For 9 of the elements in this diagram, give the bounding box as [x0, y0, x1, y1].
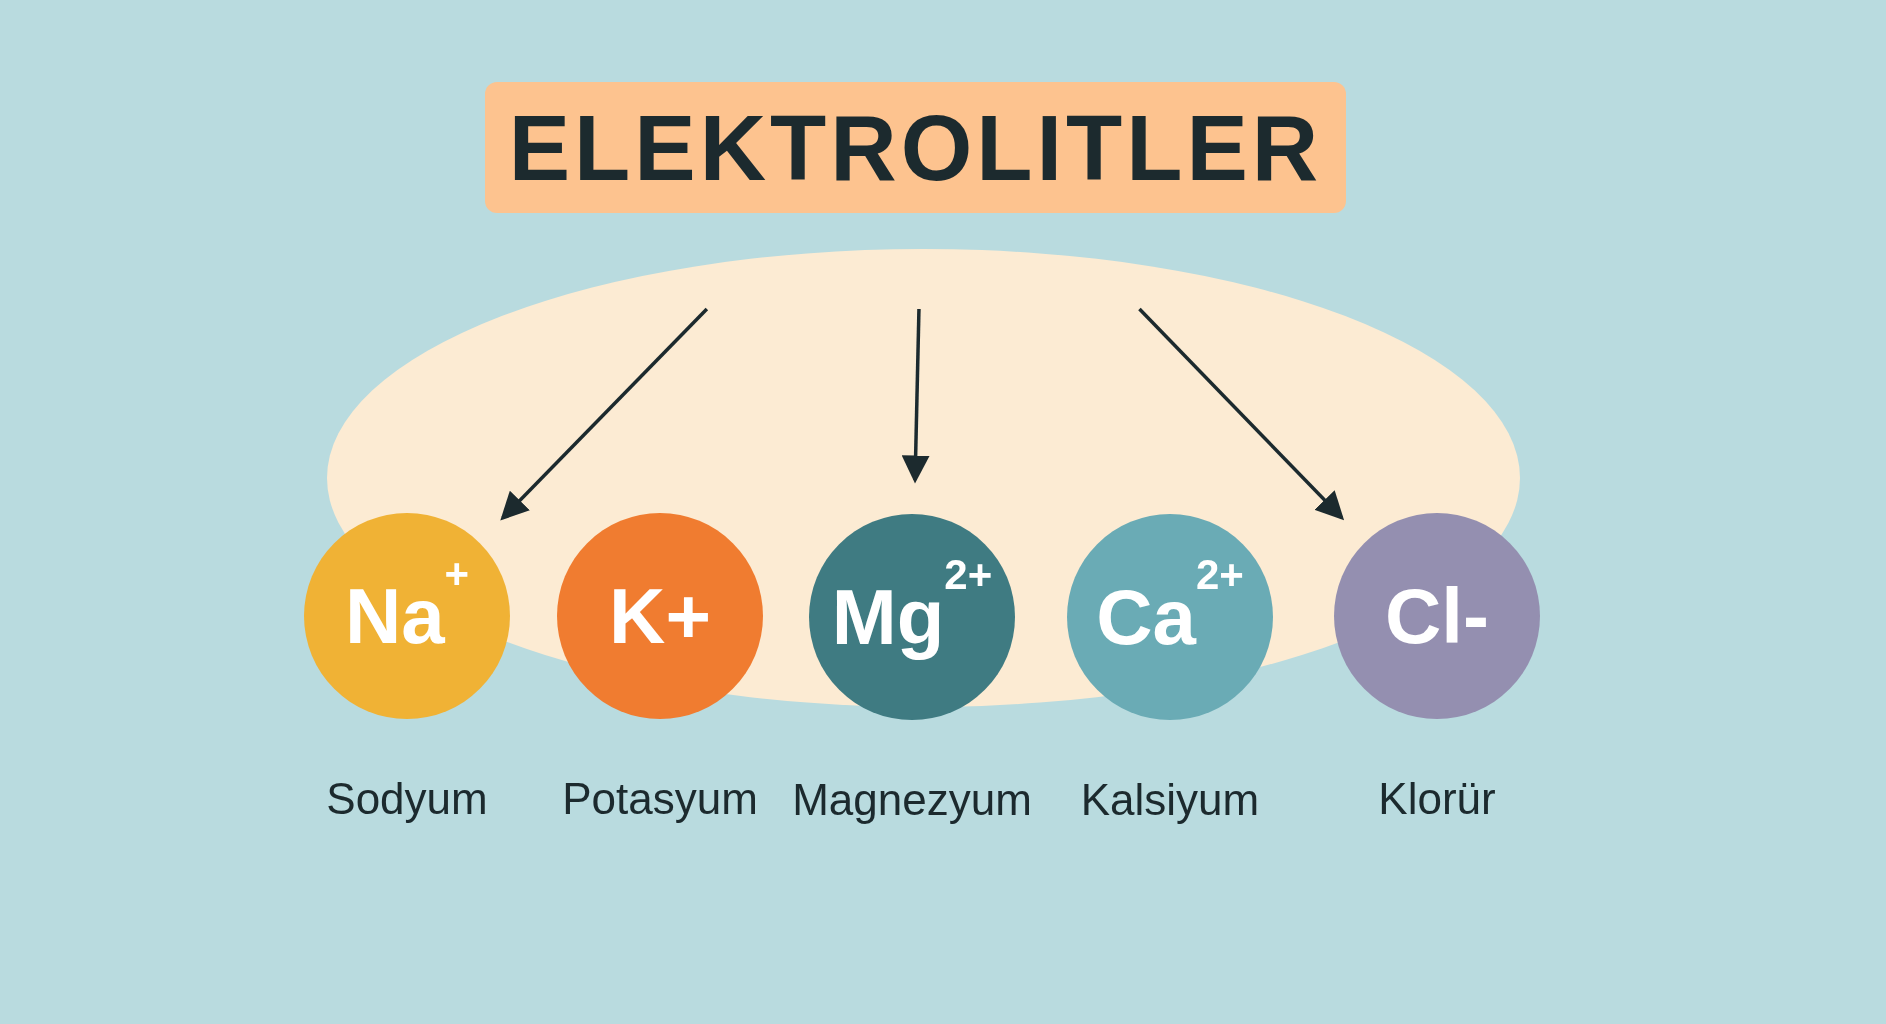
element-name: Magnezyum: [791, 774, 1033, 826]
title-banner: ELEKTROLITLER: [485, 82, 1346, 213]
element-name: Kalsiyum: [1079, 774, 1261, 826]
element-name: Potasyum: [561, 773, 759, 825]
element-name: Sodyum: [325, 773, 489, 825]
arrow: [1138, 307, 1345, 521]
element-name: Klorür: [1377, 773, 1497, 825]
arrow: [901, 308, 930, 484]
arrow: [500, 307, 709, 521]
